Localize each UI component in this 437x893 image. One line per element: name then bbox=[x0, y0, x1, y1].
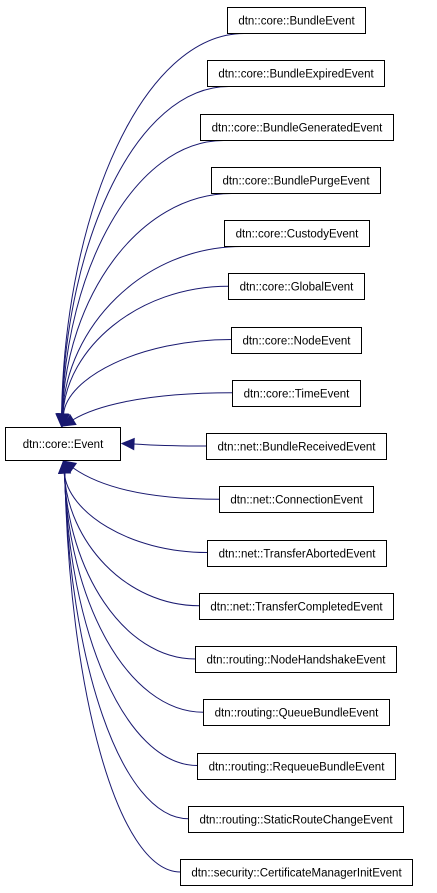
inheritance-arrowhead bbox=[61, 414, 77, 427]
node-label: dtn::routing::RequeueBundleEvent bbox=[209, 762, 386, 774]
node-label: dtn::security::CertificateManagerInitEve… bbox=[191, 868, 402, 880]
node-box bbox=[232, 380, 361, 407]
inheritance-edge bbox=[63, 339, 232, 415]
inheritance-edge bbox=[61, 140, 224, 415]
node-dtn-net-connectionevent[interactable]: dtn::net::ConnectionEvent bbox=[219, 486, 374, 513]
node-dtn-core-timeevent[interactable]: dtn::core::TimeEvent bbox=[232, 380, 361, 407]
inheritance-edge bbox=[63, 472, 200, 607]
node-dtn-core-globalevent[interactable]: dtn::core::GlobalEvent bbox=[228, 273, 365, 300]
node-box bbox=[180, 859, 413, 886]
inheritance-arrowhead bbox=[57, 413, 70, 428]
inheritance-arrowhead bbox=[120, 437, 135, 451]
node-dtn-net-bundlereceivedevent[interactable]: dtn::net::BundleReceivedEvent bbox=[206, 433, 387, 460]
node-dtn-routing-queuebundleevent[interactable]: dtn::routing::QueueBundleEvent bbox=[203, 699, 390, 726]
inheritance-edge bbox=[61, 193, 232, 415]
node-label: dtn::routing::QueueBundleEvent bbox=[215, 708, 379, 720]
node-dtn-core-event[interactable]: dtn::core::Event bbox=[5, 427, 121, 461]
inheritance-edge bbox=[61, 86, 229, 415]
inheritance-edge bbox=[72, 392, 233, 421]
node-label: dtn::core::TimeEvent bbox=[244, 389, 350, 401]
node-box bbox=[5, 427, 121, 461]
node-box bbox=[231, 327, 362, 354]
node-dtn-routing-nodehandshakeevent[interactable]: dtn::routing::NodeHandshakeEvent bbox=[195, 646, 397, 673]
node-label: dtn::core::BundlePurgeEvent bbox=[222, 176, 370, 188]
inheritance-edge bbox=[63, 472, 196, 660]
node-dtn-core-bundleevent[interactable]: dtn::core::BundleEvent bbox=[227, 7, 366, 34]
node-dtn-routing-staticroutechangeevent[interactable]: dtn::routing::StaticRouteChangeEvent bbox=[188, 806, 404, 833]
node-box bbox=[188, 806, 404, 833]
node-dtn-core-bundleexpiredevent[interactable]: dtn::core::BundleExpiredEvent bbox=[207, 60, 385, 87]
node-label: dtn::core::BundleExpiredEvent bbox=[218, 69, 374, 81]
node-dtn-net-transfercompletedevent[interactable]: dtn::net::TransferCompletedEvent bbox=[199, 593, 394, 620]
inheritance-edge bbox=[64, 472, 181, 873]
node-box bbox=[219, 486, 374, 513]
node-dtn-net-transferabortedevent[interactable]: dtn::net::TransferAbortedEvent bbox=[207, 540, 387, 567]
node-box bbox=[199, 593, 394, 620]
node-box bbox=[224, 220, 370, 247]
inheritance-edge bbox=[63, 472, 208, 553]
inheritance-edge bbox=[72, 467, 220, 500]
node-label: dtn::net::BundleReceivedEvent bbox=[218, 442, 377, 454]
node-dtn-routing-requeuebundleevent[interactable]: dtn::routing::RequeueBundleEvent bbox=[197, 753, 396, 780]
node-label: dtn::net::TransferCompletedEvent bbox=[210, 602, 383, 614]
inheritance-edge bbox=[62, 246, 242, 415]
node-dtn-security-certificatemanagerinitevent[interactable]: dtn::security::CertificateManagerInitEve… bbox=[180, 859, 413, 886]
node-box bbox=[227, 7, 366, 34]
inheritance-edge bbox=[64, 472, 198, 766]
node-box bbox=[195, 646, 397, 673]
node-dtn-core-nodeevent[interactable]: dtn::core::NodeEvent bbox=[231, 327, 362, 354]
node-box bbox=[207, 540, 387, 567]
class-nodes: dtn::core::Event dtn::core::BundleEventdt… bbox=[5, 7, 413, 886]
node-box bbox=[211, 167, 381, 194]
node-label: dtn::net::ConnectionEvent bbox=[230, 495, 363, 507]
node-label: dtn::routing::NodeHandshakeEvent bbox=[206, 655, 386, 667]
inheritance-edge bbox=[133, 443, 207, 447]
node-box bbox=[207, 60, 385, 87]
node-label: dtn::core::NodeEvent bbox=[242, 336, 351, 348]
node-box bbox=[200, 114, 394, 141]
node-dtn-core-bundlegeneratedevent[interactable]: dtn::core::BundleGeneratedEvent bbox=[200, 114, 394, 141]
node-label: dtn::core::BundleEvent bbox=[238, 16, 355, 28]
inheritance-edges bbox=[55, 33, 245, 873]
node-label: dtn::core::CustodyEvent bbox=[236, 229, 360, 241]
node-box bbox=[197, 753, 396, 780]
node-label: dtn::routing::StaticRouteChangeEvent bbox=[199, 815, 393, 827]
node-label: dtn::core::Event bbox=[23, 439, 104, 451]
inheritance-arrowhead bbox=[58, 459, 72, 474]
node-box bbox=[203, 699, 390, 726]
node-label: dtn::core::BundleGeneratedEvent bbox=[212, 123, 384, 135]
node-label: dtn::net::TransferAbortedEvent bbox=[219, 549, 377, 561]
inheritance-edge bbox=[61, 33, 245, 415]
inheritance-edge bbox=[64, 472, 189, 820]
inheritance-edge bbox=[63, 472, 204, 713]
node-dtn-core-bundlepurgeevent[interactable]: dtn::core::BundlePurgeEvent bbox=[211, 167, 381, 194]
node-box bbox=[228, 273, 365, 300]
node-dtn-core-custodyevent[interactable]: dtn::core::CustodyEvent bbox=[224, 220, 370, 247]
node-label: dtn::core::GlobalEvent bbox=[240, 282, 355, 294]
inheritance-edge bbox=[62, 285, 229, 415]
node-box bbox=[206, 433, 387, 460]
